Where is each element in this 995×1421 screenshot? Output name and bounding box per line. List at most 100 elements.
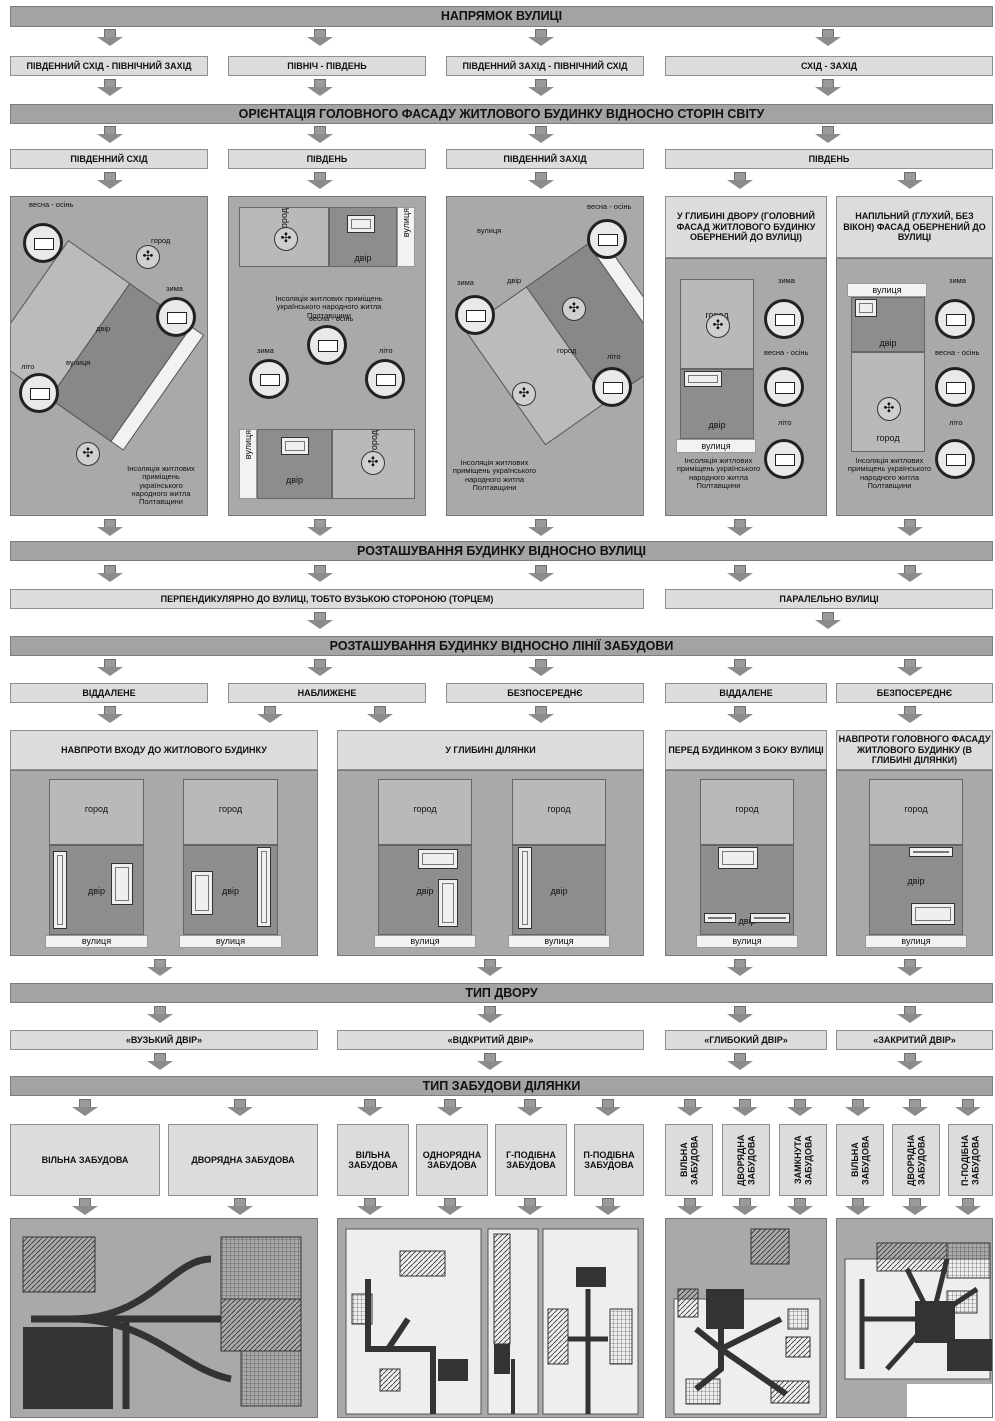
house-icon bbox=[909, 847, 953, 857]
house-vs-street-header: РОЗТАШУВАННЯ БУДИНКУ ВІДНОСНО ВУЛИЦІ bbox=[10, 541, 993, 561]
plan-ew2-winter-label: зима bbox=[949, 277, 966, 285]
direction-sw-ne: ПІВДЕННИЙ ЗАХІД - ПІВНІЧНИЙ СХІД bbox=[446, 56, 644, 76]
house-icon bbox=[53, 851, 67, 929]
direction-e-w: СХІД - ЗАХІД bbox=[665, 56, 993, 76]
plan-s-street-top: вулиця bbox=[397, 207, 415, 267]
house-icon bbox=[418, 849, 458, 869]
yard-opposite-facade: НАВПРОТИ ГОЛОВНОГО ФАСАДУ ЖИТЛОВОГО БУДИ… bbox=[836, 730, 993, 770]
plan-s-street-bottom: вулиця bbox=[239, 429, 257, 499]
sundial-icon bbox=[592, 367, 632, 407]
plan-sw-season-label: весна - осінь bbox=[587, 203, 631, 211]
line-direct-2: БЕЗПОСЕРЕДНЄ bbox=[836, 683, 993, 703]
house-icon bbox=[684, 371, 722, 387]
yard-type-narrow: «ВУЗЬКИЙ ДВІР» bbox=[10, 1030, 318, 1050]
plan-se-summer-label: літо bbox=[21, 363, 35, 371]
sundial-icon bbox=[764, 299, 804, 339]
compass-icon: ✣ bbox=[274, 227, 298, 251]
line-remote-2: ВІДДАЛЕНЕ bbox=[665, 683, 827, 703]
plan-ew2-street: вулиця bbox=[847, 283, 927, 297]
subtype-depth-yard: У ГЛИБИНІ ДВОРУ (ГОЛОВНИЙ ФАСАД ЖИТЛОВОГ… bbox=[665, 196, 827, 258]
yard-type-header: ТИП ДВОРУ bbox=[10, 983, 993, 1003]
plan-ew1-street: вулиця bbox=[676, 439, 756, 453]
placement-parallel: ПАРАЛЕЛЬНО ВУЛИЦІ bbox=[665, 589, 993, 609]
orientation-s-2: ПІВДЕНЬ bbox=[665, 149, 993, 169]
dev-g3-closed: ЗАМКНУТА ЗАБУДОВА bbox=[779, 1124, 827, 1196]
dev-g4-free: ВІЛЬНА ЗАБУДОВА bbox=[836, 1124, 884, 1196]
sundial-icon bbox=[935, 439, 975, 479]
plan-ew1-season-label: весна - осінь bbox=[764, 349, 808, 357]
yard-panel-4: город двір вулиця bbox=[836, 770, 993, 956]
house-icon bbox=[438, 879, 458, 927]
site-plan-2 bbox=[337, 1218, 644, 1418]
compass-icon: ✣ bbox=[361, 451, 385, 475]
dev-g1-two-row: ДВОРЯДНА ЗАБУДОВА bbox=[168, 1124, 318, 1196]
yard-in-depth: У ГЛИБИНІ ДІЛЯНКИ bbox=[337, 730, 644, 770]
sundial-icon bbox=[156, 297, 196, 337]
sundial-icon bbox=[764, 439, 804, 479]
yard-panel-1: город двір вулиця город двір вулиця bbox=[10, 770, 318, 956]
plan-panel-sw: вулиця двір город весна - осінь зима літ… bbox=[446, 196, 644, 516]
sundial-icon bbox=[307, 325, 347, 365]
line-direct-1: БЕЗПОСЕРЕДНЄ bbox=[446, 683, 644, 703]
plan-s-season-label: весна - осінь bbox=[309, 315, 353, 323]
yard-panel-3: город двір вулиця bbox=[665, 770, 827, 956]
plan-s-winter-label: зима bbox=[257, 347, 274, 355]
house-icon bbox=[347, 215, 375, 233]
site-plan-4-drawing bbox=[837, 1219, 992, 1417]
sundial-icon bbox=[365, 359, 405, 399]
plan-ew2-caption: Інсоляція житлових приміщень українськог… bbox=[847, 457, 932, 490]
y4-street: вулиця bbox=[865, 935, 967, 948]
dev-g4-p-shaped: П-ПОДІБНА ЗАБУДОВА bbox=[948, 1124, 993, 1196]
street-direction-header: НАПРЯМОК ВУЛИЦІ bbox=[10, 6, 993, 27]
yard-opposite-entrance: НАВПРОТИ ВХОДУ ДО ЖИТЛОВОГО БУДИНКУ bbox=[10, 730, 318, 770]
yard-front-street: ПЕРЕД БУДИНКОМ З БОКУ ВУЛИЦІ bbox=[665, 730, 827, 770]
y1b-street: вулиця bbox=[179, 935, 282, 948]
plan-se-winter-label: зима bbox=[166, 285, 183, 293]
placement-perpendicular: ПЕРПЕНДИКУЛЯРНО ДО ВУЛИЦІ, ТОБТО ВУЗЬКОЮ… bbox=[10, 589, 644, 609]
site-plan-1 bbox=[10, 1218, 318, 1418]
compass-icon: ✣ bbox=[877, 397, 901, 421]
compass-icon: ✣ bbox=[512, 382, 536, 406]
line-close: НАБЛИЖЕНЕ bbox=[228, 683, 426, 703]
house-icon bbox=[518, 847, 532, 929]
line-remote-1: ВІДДАЛЕНЕ bbox=[10, 683, 208, 703]
plan-sw-dvir-label: двір bbox=[507, 277, 521, 285]
direction-se-nw: ПІВДЕННИЙ СХІД - ПІВНІЧНИЙ ЗАХІД bbox=[10, 56, 208, 76]
site-plan-1-drawing bbox=[11, 1219, 317, 1417]
dev-g3-two-row: ДВОРЯДНА ЗАБУДОВА bbox=[722, 1124, 770, 1196]
plan-ew1-caption: Інсоляція житлових приміщень українськог… bbox=[676, 457, 761, 490]
subtype-blind-facade: НАПІЛЬНИЙ (ГЛУХИЙ, БЕЗ ВІКОН) ФАСАД ОБЕР… bbox=[836, 196, 993, 258]
sundial-icon bbox=[935, 299, 975, 339]
dev-g2-one-row: ОДНОРЯДНА ЗАБУДОВА bbox=[416, 1124, 488, 1196]
house-icon bbox=[750, 913, 790, 923]
house-icon bbox=[704, 913, 736, 923]
house-icon bbox=[281, 437, 309, 455]
y3-street: вулиця bbox=[696, 935, 798, 948]
yard-type-closed: «ЗАКРИТИЙ ДВІР» bbox=[836, 1030, 993, 1050]
y2a-gorod: город bbox=[378, 779, 472, 845]
y2a-street: вулиця bbox=[374, 935, 476, 948]
plan-se-street-label: вулиця bbox=[66, 359, 90, 367]
plan-panel-s: город двір вулиця ✣ Інсоляція житлових п… bbox=[228, 196, 426, 516]
y3-gorod: город bbox=[700, 779, 794, 845]
plan-sw-gorod-label: город bbox=[557, 347, 576, 355]
house-icon bbox=[191, 871, 213, 915]
sundial-icon bbox=[19, 373, 59, 413]
y1a-gorod: город bbox=[49, 779, 144, 845]
dev-g4-two-row: ДВОРЯДНА ЗАБУДОВА bbox=[892, 1124, 940, 1196]
site-plan-4 bbox=[836, 1218, 993, 1418]
compass-icon: ✣ bbox=[562, 297, 586, 321]
sundial-icon bbox=[23, 223, 63, 263]
dev-g3-free: ВІЛЬНА ЗАБУДОВА bbox=[665, 1124, 713, 1196]
plan-ew2-summer-label: літо bbox=[949, 419, 963, 427]
y1b-gorod: город bbox=[183, 779, 278, 845]
plot-development-header: ТИП ЗАБУДОВИ ДІЛЯНКИ bbox=[10, 1076, 993, 1096]
sundial-icon bbox=[587, 219, 627, 259]
house-icon bbox=[111, 863, 133, 905]
plan-sw-winter-label: зима bbox=[457, 279, 474, 287]
house-icon bbox=[718, 847, 758, 869]
plan-ew1-summer-label: літо bbox=[778, 419, 792, 427]
sundial-icon bbox=[455, 295, 495, 335]
plan-se-season-label: весна - осінь bbox=[29, 201, 73, 209]
direction-n-s: ПІВНІЧ - ПІВДЕНЬ bbox=[228, 56, 426, 76]
